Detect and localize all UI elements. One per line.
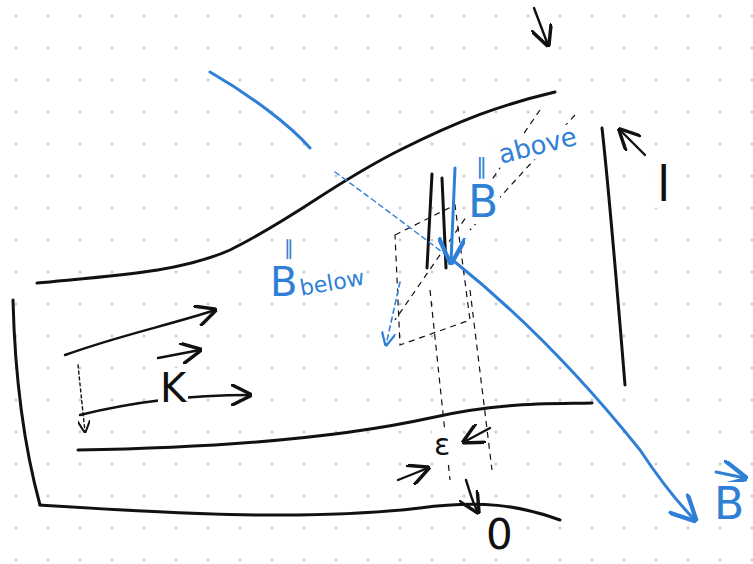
- field-symbol: B: [268, 262, 299, 302]
- amperian-loop: [395, 110, 575, 480]
- parallel-mark: ∥: [282, 238, 296, 258]
- length-label: l: [655, 160, 672, 208]
- field-symbol: B: [466, 180, 500, 224]
- arrows: [65, 8, 645, 512]
- limit-value: 0: [484, 514, 515, 556]
- field-line: [210, 72, 745, 520]
- current-label: K: [158, 368, 188, 408]
- field-symbol: B: [712, 482, 746, 526]
- width-label: ε: [432, 430, 452, 460]
- sheet-outline: [13, 92, 625, 520]
- loop-side: [427, 174, 446, 268]
- parallel-mark: ∥: [474, 156, 489, 178]
